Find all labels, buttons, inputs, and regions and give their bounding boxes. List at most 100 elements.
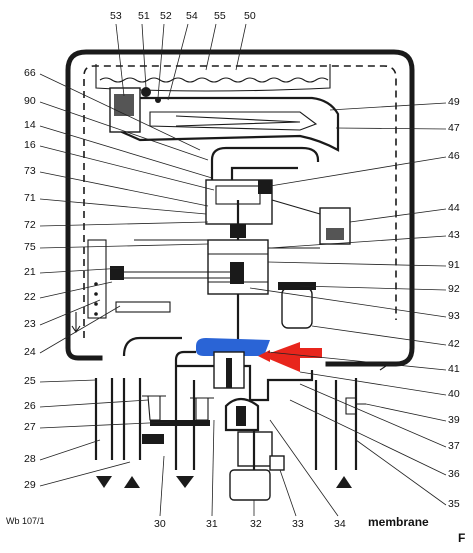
lever-27 [150,420,210,426]
callout-75: 75 [24,241,36,253]
leader-line-66 [39,73,201,151]
callout-47: 47 [448,122,460,134]
control-valve-core [230,262,244,284]
callout-14: 14 [24,119,36,131]
leader-line-43 [269,235,447,249]
callout-72: 72 [24,219,36,231]
leader-line-92 [299,285,447,291]
sensor-52 [155,97,161,103]
leader-line-34 [269,419,339,517]
callout-32: 32 [250,518,262,530]
leader-lines [39,23,447,517]
callout-31: 31 [206,518,218,530]
callout-90: 90 [24,95,36,107]
mechanism-26 [142,395,166,421]
leader-line-51 [141,23,147,89]
caption-corner-letter: F [458,531,465,545]
flue-riser-inner [230,166,298,180]
callout-25: 25 [24,375,36,387]
hot-water-flow-tail [258,350,270,362]
connector-46 [258,180,272,194]
leader-line-40 [299,371,447,396]
leader-line-29 [39,461,131,487]
water-pipe-right [314,378,358,470]
callout-27: 27 [24,421,36,433]
leader-line-23 [39,299,101,326]
callout-39: 39 [448,414,460,426]
sensor-51 [141,87,151,97]
callout-40: 40 [448,388,460,400]
callout-22: 22 [24,291,36,303]
solenoid-coil [326,228,344,240]
leader-line-75 [39,243,209,249]
callout-30: 30 [154,518,166,530]
outlet-arrow-mid [176,476,194,488]
callout-49: 49 [448,96,460,108]
callout-23: 23 [24,318,36,330]
heat-exchanger-fin [175,115,301,127]
callout-93: 93 [448,310,460,322]
leader-line-54 [167,23,189,101]
burner-right [281,287,313,329]
panel-dot [94,302,98,306]
caption-membrane: membrane [368,515,429,529]
mechanism-27 [190,397,214,421]
outlet-arrow-left [96,476,112,488]
leader-line-31 [211,419,215,517]
selector-knob [110,266,124,280]
ignition-unit [115,301,171,313]
callout-41: 41 [448,363,460,375]
panel-dot [94,312,98,316]
leader-line-27 [39,421,171,429]
leader-line-91 [267,261,447,267]
flue-riser [210,146,320,180]
leader-line-47 [335,127,447,130]
leader-line-90 [39,101,209,161]
tap-block [142,434,164,444]
pump-motor [229,469,271,501]
control-panel [87,239,107,319]
callout-35: 35 [448,498,460,510]
leader-line-44 [349,208,447,223]
linkage-rod [124,271,236,279]
venturi-core [236,406,246,426]
inlet-arrow-left [124,476,140,488]
leader-line-39 [365,403,447,422]
caption-reference: Wb 107/1 [6,516,45,526]
panel-dot [94,282,98,286]
flow-arrow-left [71,312,81,333]
callout-24: 24 [24,346,36,358]
callout-91: 91 [448,259,460,271]
callout-53: 53 [110,10,122,22]
leader-line-26 [39,399,149,408]
callout-34: 34 [334,518,346,530]
callout-42: 42 [448,338,460,350]
leader-line-35 [355,439,447,506]
heat-exchanger [116,96,340,152]
overheat-switch-core [114,94,134,116]
leader-line-50 [235,23,247,71]
callout-50: 50 [244,10,256,22]
water-valve-body [176,364,314,402]
flue-wave [99,77,329,83]
callout-52: 52 [160,10,172,22]
pump-terminal [269,455,285,471]
callout-37: 37 [448,440,460,452]
leader-line-30 [159,455,165,517]
callout-54: 54 [186,10,198,22]
callout-43: 43 [448,229,460,241]
leader-line-24 [39,305,121,354]
callout-55: 55 [214,10,226,22]
leader-line-37 [299,383,447,448]
solenoid-link [268,199,321,249]
leader-line-73 [39,171,209,207]
leader-line-71 [39,198,207,215]
leader-line-16 [39,145,215,191]
leader-line-36 [289,399,447,476]
leader-line-21 [39,267,125,274]
water-inlet-duct [122,336,196,380]
leader-line-33 [279,469,297,517]
leader-line-25 [39,379,97,383]
